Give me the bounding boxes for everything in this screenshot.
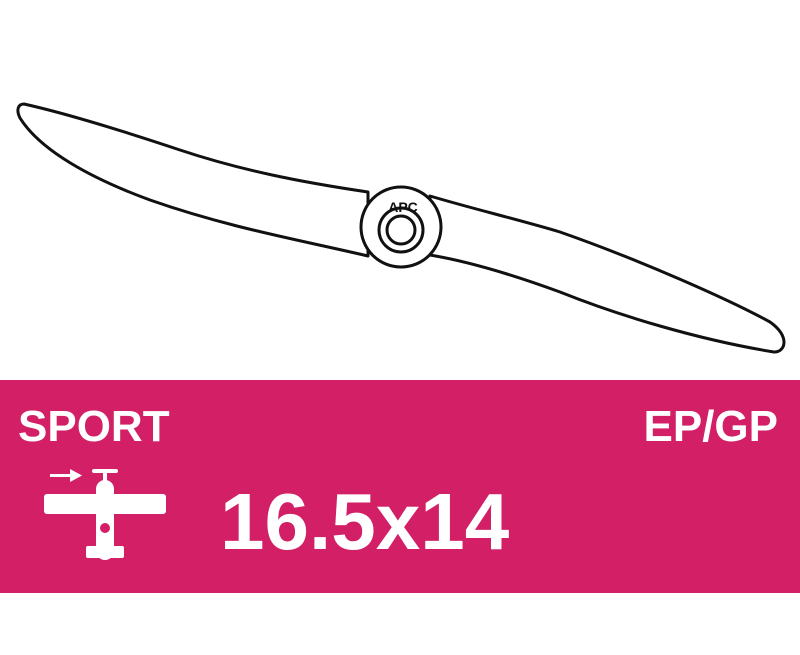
sport-airplane-icon	[44, 469, 166, 560]
propeller-illustration: APC	[16, 102, 786, 354]
right-blade	[428, 194, 786, 354]
hub-logo: APC	[388, 199, 418, 215]
left-blade	[16, 102, 370, 258]
category-label: SPORT	[18, 402, 170, 451]
propeller-size: 16.5x14	[220, 477, 510, 566]
fuel-type-label: EP/GP	[643, 402, 779, 451]
product-banner: SPORT EP/GP 16.5x14	[0, 380, 800, 593]
hub-bore	[385, 214, 417, 246]
